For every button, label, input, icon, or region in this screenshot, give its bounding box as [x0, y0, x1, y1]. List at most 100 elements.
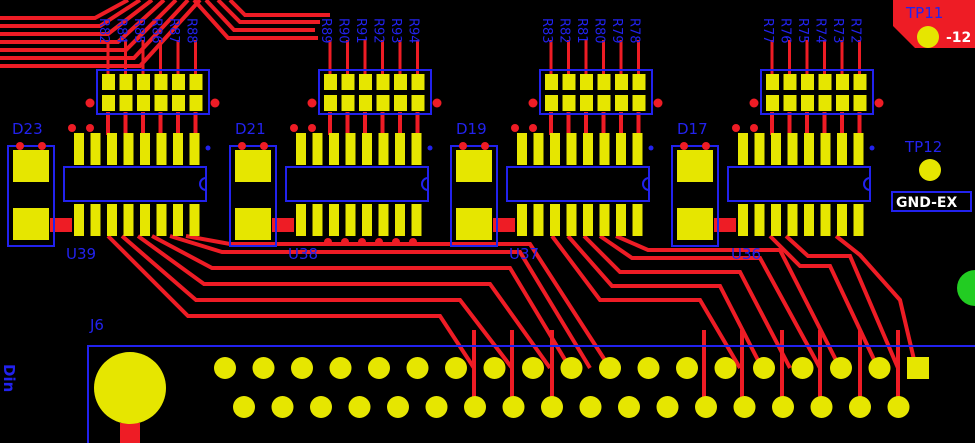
pads-layer	[13, 74, 929, 424]
resistor-designator: R87	[166, 18, 181, 44]
ic-pin	[820, 204, 831, 236]
resistor-pad	[597, 95, 611, 111]
ic-pin	[632, 133, 643, 165]
silkscreen-layer	[7, 69, 975, 443]
label-u37: U37	[509, 245, 539, 263]
trace-ic-connector	[615, 234, 842, 369]
ic-pin	[583, 204, 593, 236]
ic-pin	[754, 204, 765, 236]
connector-pin	[772, 396, 794, 418]
resistor-pad	[766, 74, 779, 90]
connector-pin	[791, 357, 814, 379]
trace-ic-connector	[566, 234, 764, 369]
ic-pin	[550, 204, 560, 236]
copper-pour-region	[893, 0, 975, 48]
ic-pin	[329, 204, 339, 236]
label-d23: D23	[12, 120, 43, 138]
vias-layer	[16, 98, 884, 246]
label-d17: D17	[677, 120, 708, 138]
resistor-designator: R94	[406, 18, 421, 44]
resistor-designator: R80	[592, 18, 607, 44]
ic-pin	[632, 204, 643, 236]
ic-pin	[787, 204, 798, 236]
resistor-designator: R83	[539, 18, 554, 44]
ic-pin	[411, 204, 422, 236]
ic-body	[63, 166, 207, 202]
connector-pin	[348, 396, 371, 418]
ic-pin	[296, 204, 306, 236]
resistor-pad	[783, 95, 797, 111]
trace-ic-connector	[169, 234, 592, 370]
resistor-pad	[172, 95, 185, 111]
via	[511, 124, 519, 132]
resistor-pad	[394, 74, 407, 90]
resistor-pad	[766, 95, 779, 111]
ic-pin	[533, 204, 544, 236]
diode-pad	[13, 150, 49, 182]
connector-pin	[849, 396, 871, 418]
ic-pin	[837, 133, 847, 165]
resistor-designator: R74	[813, 18, 828, 44]
ic-pin	[738, 133, 748, 165]
label-j6: J6	[89, 316, 104, 334]
resistor-pad	[137, 95, 150, 111]
resistor-pad	[580, 74, 593, 90]
via	[481, 142, 489, 150]
ic-notch	[199, 177, 207, 191]
resistor-pad	[818, 74, 832, 90]
via	[308, 124, 316, 132]
connector-pin	[368, 357, 390, 379]
connector-pin	[810, 396, 833, 418]
connector-pin	[502, 396, 525, 418]
resistor-pad	[783, 74, 797, 90]
resistor-designator: R85	[131, 18, 146, 44]
ic-pin	[123, 204, 134, 236]
ic-pin	[312, 133, 323, 165]
label-tp12: TP12	[904, 138, 942, 156]
resistor-pad	[119, 74, 133, 90]
resistor-pad	[359, 95, 372, 111]
ic-pin	[312, 204, 323, 236]
ic-pin	[395, 133, 405, 165]
ic-pin	[156, 133, 167, 165]
ic-pin	[345, 204, 356, 236]
resistor-pad	[615, 74, 628, 90]
ic-pin	[853, 133, 864, 165]
resistor-pad	[324, 95, 337, 111]
resistor-pad	[154, 95, 168, 111]
via	[324, 238, 332, 246]
copper-pad-link	[120, 423, 140, 443]
resistor-pad	[853, 95, 867, 111]
trace-ic-connector	[136, 234, 552, 370]
via	[749, 98, 759, 108]
connector-pin	[329, 357, 352, 379]
resistor-pad	[154, 74, 168, 90]
connector-pin	[599, 357, 621, 379]
resistor-pad	[632, 95, 646, 111]
ic-pin	[411, 133, 422, 165]
trace-top-left	[0, 0, 154, 36]
ic-pin	[583, 133, 593, 165]
ic-pin	[853, 204, 864, 236]
via	[260, 142, 268, 150]
connector-pin	[579, 396, 602, 418]
via	[210, 98, 220, 108]
connector-outline	[87, 345, 975, 443]
resistor-pad	[836, 74, 849, 90]
diode-pad	[456, 208, 492, 240]
ic-pin	[738, 204, 748, 236]
via	[238, 142, 246, 150]
resistor-pad	[818, 95, 832, 111]
label-u36: U36	[731, 245, 761, 263]
ic-pin	[837, 204, 847, 236]
resistor-designator: R86	[149, 18, 164, 44]
connector-pin	[560, 357, 583, 379]
connector-pin	[637, 357, 660, 379]
resistor-designator: R73	[830, 18, 845, 44]
pin1-marker	[205, 145, 211, 151]
resistor-pad	[376, 74, 390, 90]
diode-pad	[235, 150, 271, 182]
ic-pin	[140, 133, 150, 165]
via	[358, 238, 366, 246]
